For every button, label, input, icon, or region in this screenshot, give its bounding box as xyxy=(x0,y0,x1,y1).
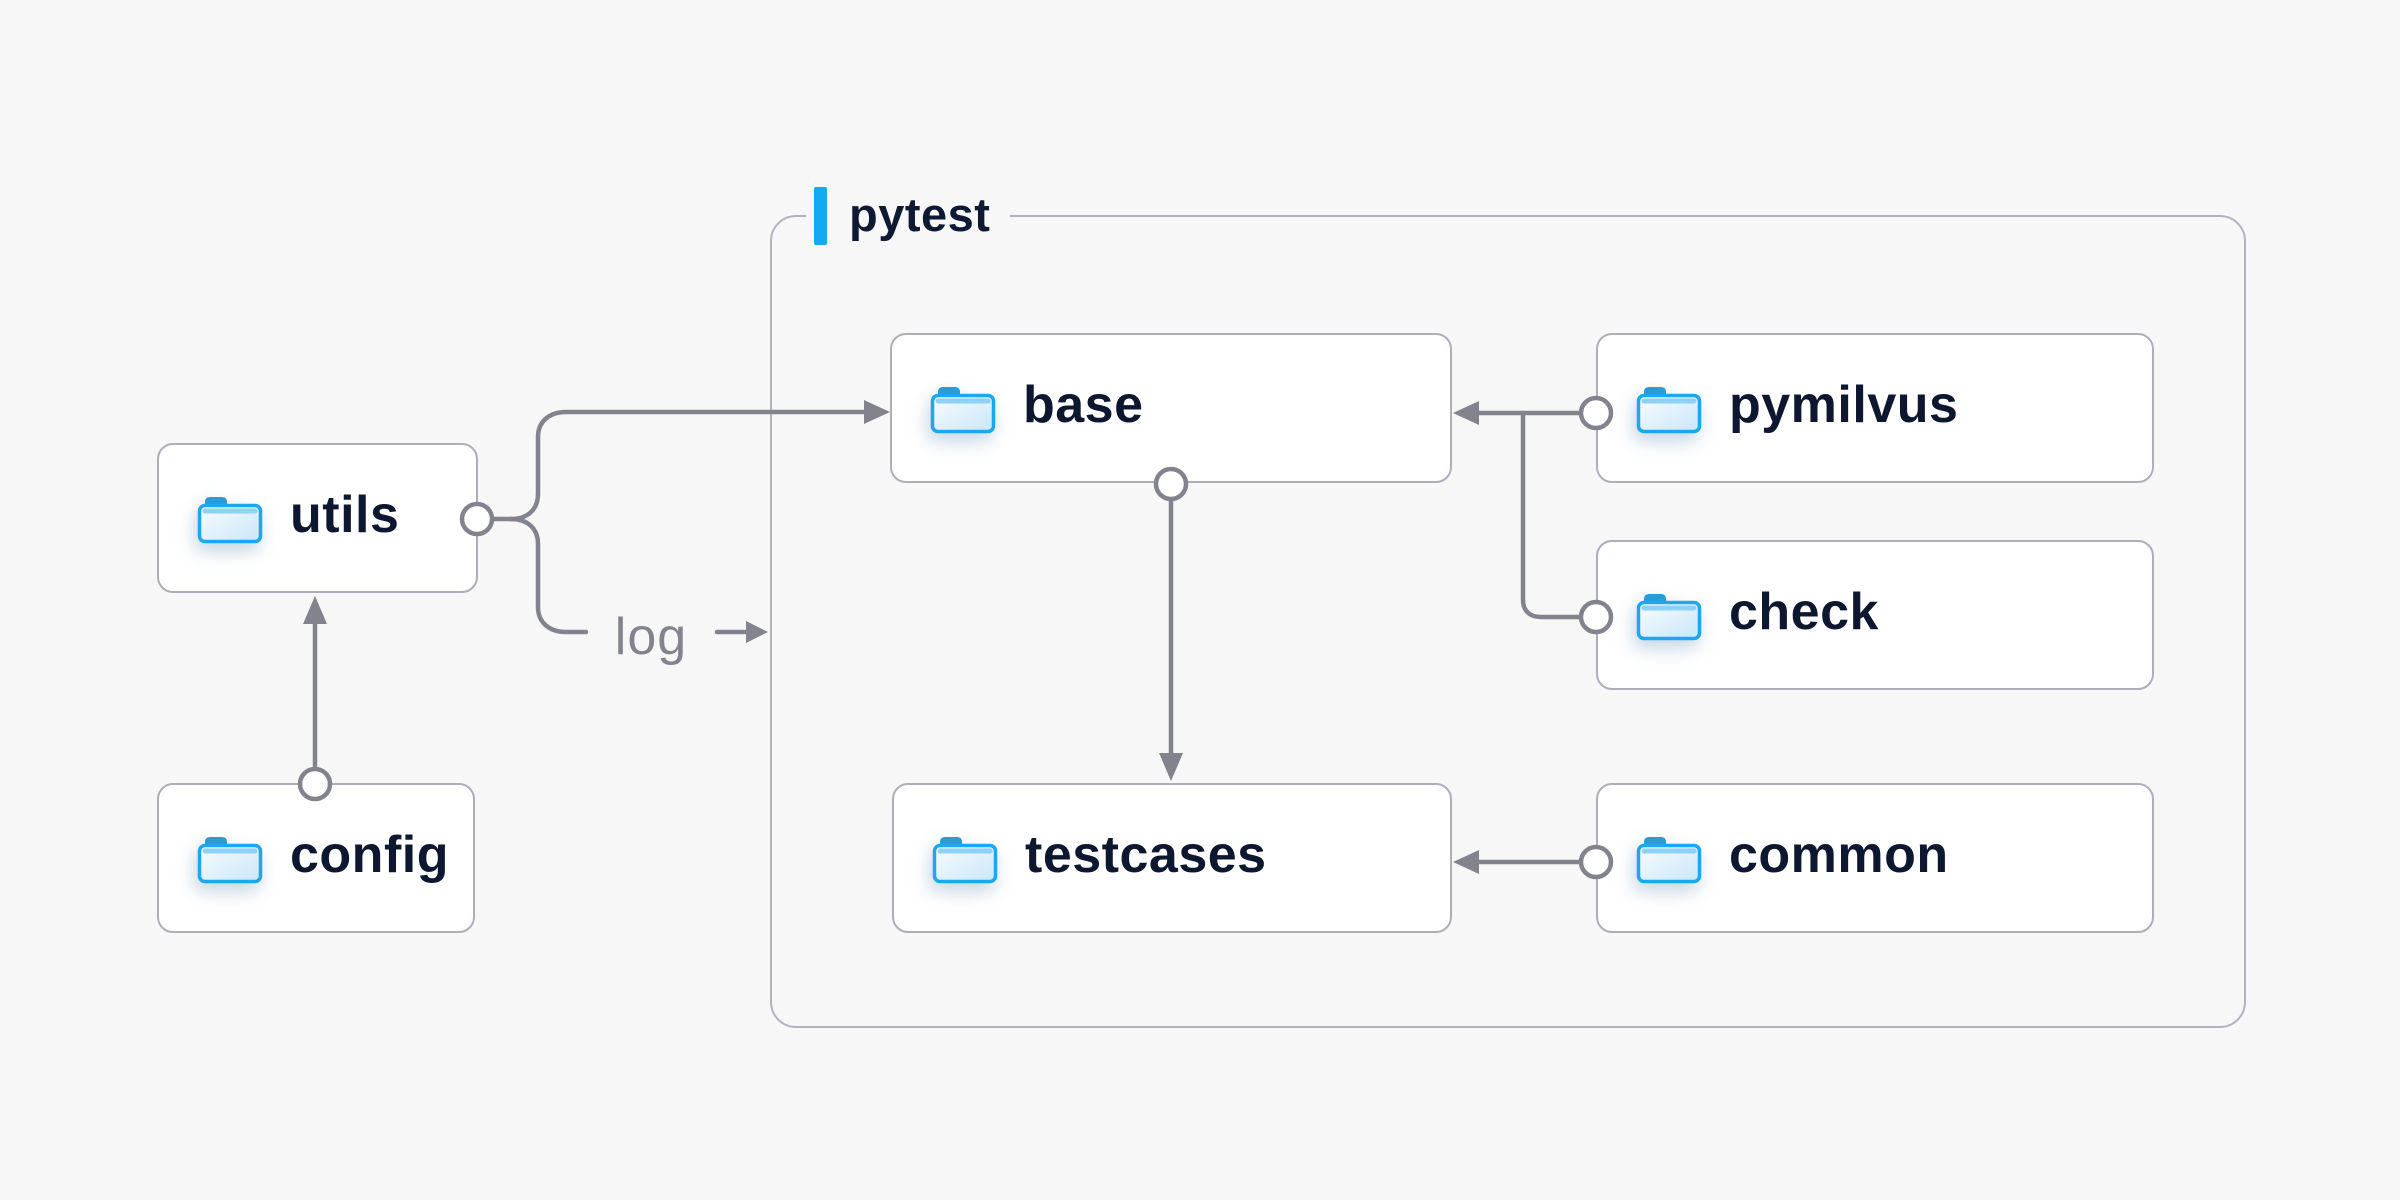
node-label: testcases xyxy=(1025,826,1267,884)
edge-label-log: log xyxy=(614,608,688,666)
folder-icon xyxy=(197,837,263,884)
node-label: utils xyxy=(290,486,400,544)
arrowhead-into-utils xyxy=(303,596,327,624)
folder-icon xyxy=(1636,387,1702,434)
node-config: config xyxy=(157,783,475,933)
node-label: config xyxy=(290,826,449,884)
node-common: common xyxy=(1596,783,2154,933)
folder-icon xyxy=(930,387,996,434)
folder-icon xyxy=(1636,594,1702,641)
edge-utils-to-log xyxy=(508,516,589,635)
folder-icon xyxy=(1636,837,1702,884)
node-label: check xyxy=(1729,583,1879,641)
accent-bar xyxy=(814,187,827,245)
folder-icon xyxy=(932,837,998,884)
pytest-group-label: pytest xyxy=(806,186,1011,246)
node-label: pymilvus xyxy=(1729,376,1959,434)
node-check: check xyxy=(1596,540,2154,690)
arrowhead-log xyxy=(746,621,768,643)
pytest-group-box xyxy=(770,215,2246,1028)
node-base: base xyxy=(890,333,1452,483)
node-testcases: testcases xyxy=(892,783,1452,933)
node-pymilvus: pymilvus xyxy=(1596,333,2154,483)
node-utils: utils xyxy=(157,443,478,593)
group-title: pytest xyxy=(849,187,991,241)
node-label: common xyxy=(1729,826,1949,884)
folder-icon xyxy=(197,497,263,544)
node-label: base xyxy=(1023,376,1144,434)
